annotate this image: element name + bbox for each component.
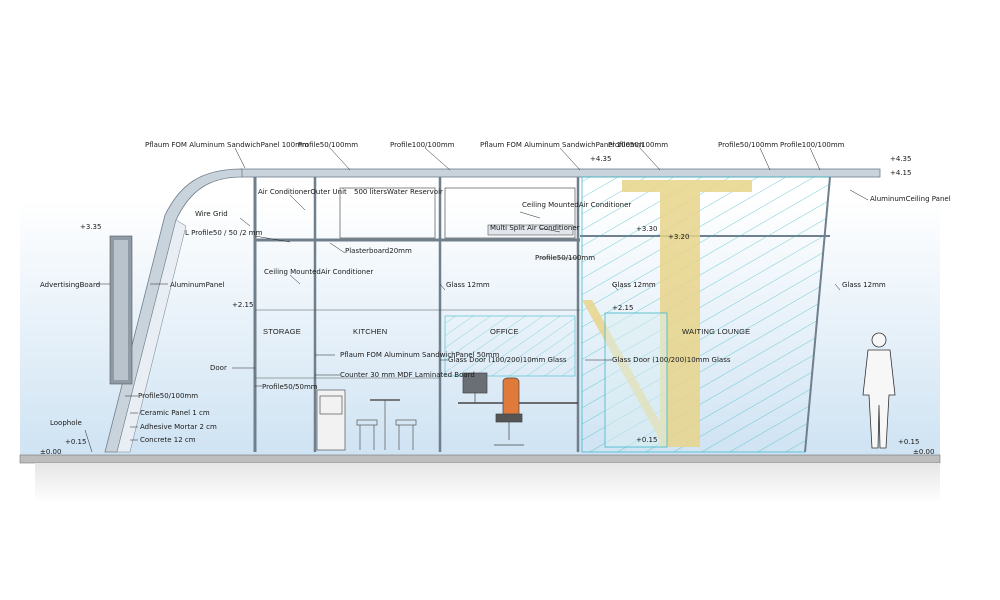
leader-lines: [84, 147, 869, 453]
level-415-right: +4.15: [890, 169, 911, 177]
glass-outer-edge: [804, 176, 831, 453]
label-glass-lounge: Glass 12mm: [612, 281, 656, 289]
label-profile-top-5: Profile100/100mm: [780, 141, 845, 149]
kitchen-furniture: [316, 389, 417, 451]
ac-unit: [487, 224, 574, 236]
label-glass-outer: Glass 12mm: [842, 281, 886, 289]
level-435-right: +4.35: [890, 155, 911, 163]
level-000-left: ±0.00: [40, 448, 61, 456]
label-counter: Counter 30 mm MDF Laminated Board: [340, 371, 475, 379]
label-profile-50-100-low: Profile50/100mm: [138, 392, 198, 400]
label-water-reservoir: 500 litersWater Reservoir: [354, 188, 443, 196]
label-advertising-board: AdvertisingBoard: [40, 281, 100, 289]
label-door: Door: [210, 364, 227, 372]
water-reservoir-box: [339, 187, 436, 239]
roof-panel: [239, 168, 881, 178]
room-office: OFFICE: [490, 327, 519, 336]
label-roof-panel-center: Pflaum FOM Aluminum SandwichPanel 100mm: [480, 141, 644, 149]
level-320: +3.20: [668, 233, 689, 241]
office-glass: [444, 315, 576, 377]
level-335: +3.35: [80, 223, 101, 231]
label-glass-door-lounge: Glass Door (100/200)10mm Glass: [612, 356, 731, 364]
label-profile-top-4: Profile50/100mm: [718, 141, 778, 149]
human-silhouette: [862, 332, 896, 449]
label-ceiling-ac-right: Ceiling MountedAir Conditioner: [522, 201, 631, 209]
level-015-right: +0.15: [898, 438, 919, 446]
label-profile-top-1: Profile50/100mm: [298, 141, 358, 149]
label-l-profile: L Profile50 / 50 /2 mm: [185, 229, 263, 237]
level-000-right: ±0.00: [913, 448, 934, 456]
label-multi-split-ac: Multi Split Air Conditioner: [490, 224, 580, 232]
label-aluminum-panel: AluminumPanel: [170, 281, 225, 289]
ground-shadow: [35, 463, 940, 503]
lounge-door: [604, 312, 668, 448]
label-glass-door-office: Glass Door (100/200)10mm Glass: [448, 356, 567, 364]
room-waiting-lounge: WAITING LOUNGE: [682, 327, 750, 336]
level-435-center: +4.35: [590, 155, 611, 163]
ac-box: [444, 187, 576, 239]
label-aluminum-ceiling-panel: AluminumCeiling Panel: [870, 195, 951, 203]
room-kitchen: KITCHEN: [353, 327, 387, 336]
level-330: +3.30: [636, 225, 657, 233]
room-storage: STORAGE: [263, 327, 301, 336]
ground-slab: [19, 454, 941, 464]
label-adhesive-mortar: Adhesive Mortar 2 cm: [140, 423, 217, 431]
level-215-lounge: +2.15: [612, 304, 633, 312]
label-profile-top-3: Profile50/100mm: [608, 141, 668, 149]
label-sandwich-panel-50: Pflaum FOM Aluminum SandwichPanel 50mm: [340, 351, 499, 359]
label-ac-outer-unit: Air ConditionerOuter Unit: [258, 188, 347, 196]
label-profile-mid: Profile50/100mm: [535, 254, 595, 262]
office-furniture: [458, 372, 578, 446]
label-profile-top-2: Profile100/100mm: [390, 141, 455, 149]
level-015-lounge: +0.15: [636, 436, 657, 444]
label-roof-panel-left: Pflaum FOM Aluminum SandwichPanel 100mm: [145, 141, 309, 149]
level-215-left: +2.15: [232, 301, 253, 309]
advertising-board-face: [114, 240, 128, 380]
label-loophole: Loophole: [50, 419, 82, 427]
label-concrete: Concrete 12 cm: [140, 436, 196, 444]
label-plasterboard: Plasterboard20mm: [345, 247, 412, 255]
curved-facade: [104, 168, 243, 453]
label-ceramic-panel: Ceramic Panel 1 cm: [140, 409, 210, 417]
label-glass-office: Glass 12mm: [446, 281, 490, 289]
label-wire-grid: Wire Grid: [195, 210, 228, 218]
label-ceiling-ac-left: Ceiling MountedAir Conditioner: [264, 268, 373, 276]
label-profile-50-50: Profile50/50mm: [262, 383, 318, 391]
level-015-left: +0.15: [65, 438, 86, 446]
curved-facade-inner: [116, 219, 187, 453]
